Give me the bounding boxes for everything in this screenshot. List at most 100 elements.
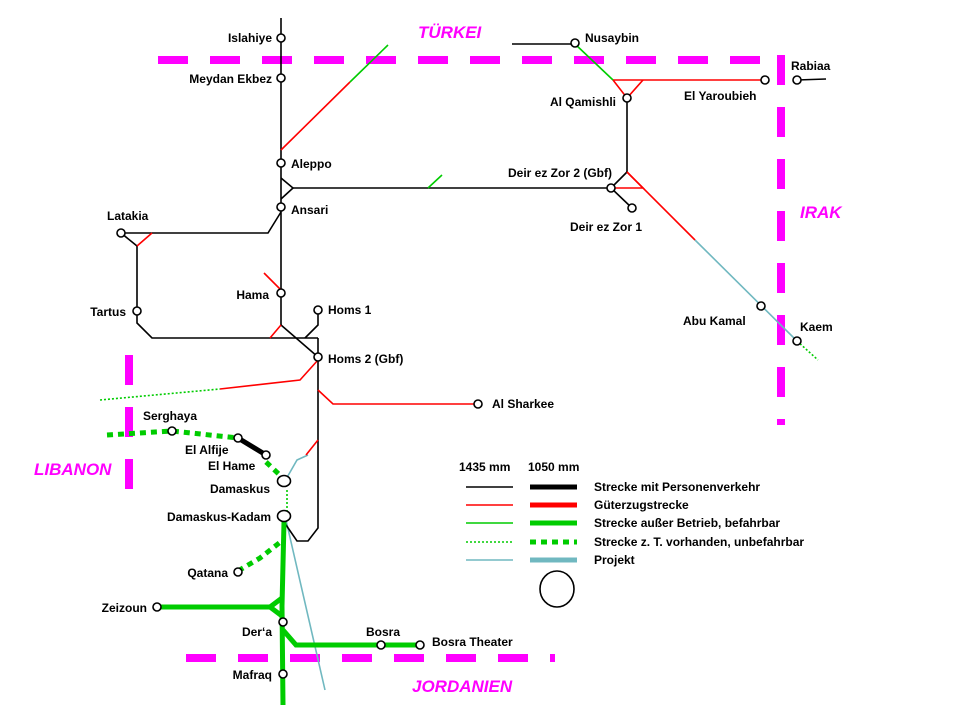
passenger-narrow-el-alfije	[236, 435, 268, 458]
line-homs1-branch	[304, 310, 319, 339]
label-rabiaa: Rabiaa	[791, 59, 831, 73]
country-borders	[125, 55, 785, 662]
legend-gauge-narrow: 1050 mm	[528, 460, 579, 474]
station-deir-ez-zor2[interactable]	[606, 183, 616, 193]
line-homs-junction	[280, 324, 319, 358]
label-deir-ez-zor2: Deir ez Zor 2 (Gbf)	[508, 166, 612, 180]
label-serghaya: Serghaya	[143, 409, 197, 423]
label-deir-ez-zor1: Deir ez Zor 1	[570, 220, 642, 234]
country-label-jordan: JORDANIEN	[412, 677, 513, 696]
label-bosra: Bosra	[366, 625, 400, 639]
oos-qatana-dotted	[236, 538, 285, 574]
station-al-qamishli[interactable]	[622, 93, 632, 103]
legend: 1435 mm 1050 mm Strecke mit Personenverk…	[459, 460, 804, 608]
legend-label: Strecke mit Personenverkehr	[594, 480, 760, 494]
station-ansari[interactable]	[276, 202, 286, 212]
station-aleppo[interactable]	[276, 158, 286, 168]
station-serghaya[interactable]	[167, 426, 177, 436]
station-deraa[interactable]	[278, 617, 288, 627]
station-el-alfije[interactable]	[233, 433, 243, 443]
legend-row-freight: Güterzugstrecke	[466, 498, 689, 512]
legend-row-passenger: Strecke mit Personenverkehr	[466, 480, 760, 494]
oos-lebanon-dotted	[99, 388, 221, 401]
freight-al-sharkee	[317, 389, 478, 405]
station-homs1[interactable]	[313, 305, 323, 315]
station-deir-ez-zor1[interactable]	[627, 203, 637, 213]
label-ansari: Ansari	[291, 203, 328, 217]
station-kaem[interactable]	[792, 336, 802, 346]
legend-label: Projekt	[594, 553, 635, 567]
station-abu-kamal[interactable]	[756, 301, 766, 311]
label-nusaybin: Nusaybin	[585, 31, 639, 45]
station-nusaybin[interactable]	[570, 38, 580, 48]
line-homs2-damascus	[283, 338, 319, 542]
oos-turkey-stub	[349, 44, 389, 83]
freight-homs-lebanon	[219, 359, 319, 390]
station-latakia[interactable]	[116, 228, 126, 238]
oos-el-hame-dotted	[264, 460, 285, 480]
label-damaskus: Damaskus	[210, 482, 270, 496]
freight-hama-stub	[263, 272, 282, 291]
label-bosra-theater: Bosra Theater	[432, 635, 513, 649]
label-al-qamishli: Al Qamishli	[550, 95, 616, 109]
station-al-sharkee[interactable]	[473, 399, 483, 409]
project-jordan	[285, 519, 326, 691]
line-ansari-latakia	[121, 211, 282, 234]
station-homs2[interactable]	[313, 352, 323, 362]
label-deraa: Der‘a	[242, 625, 272, 639]
label-el-alfije: El Alfije	[185, 443, 229, 457]
project-lines	[284, 239, 798, 691]
oos-deir-stub	[427, 174, 443, 189]
freight-homs-curve	[269, 324, 282, 339]
line-aleppo-triangle	[280, 177, 295, 200]
label-aleppo: Aleppo	[291, 157, 332, 171]
legend-label: Strecke z. T. vorhanden, unbefahrbar	[594, 535, 804, 549]
station-meydan-ekbez[interactable]	[276, 73, 286, 83]
oos-nusaybin	[574, 43, 614, 81]
freight-deir-curve	[611, 171, 645, 189]
station-islahiye[interactable]	[276, 33, 286, 43]
station-labels: Islahiye Meydan Ekbez Aleppo Ansari Lata…	[90, 31, 832, 682]
project-damaskus	[284, 454, 309, 482]
station-bosra-theater[interactable]	[415, 640, 425, 650]
label-kaem: Kaem	[800, 320, 833, 334]
station-el-yaroubieh[interactable]	[760, 75, 770, 85]
line-latakia-tartus	[120, 232, 270, 339]
station-zeizoun[interactable]	[152, 602, 162, 612]
station-el-hame[interactable]	[261, 450, 271, 460]
freight-damascus-stub	[305, 439, 319, 456]
project-abu-kamal	[694, 239, 798, 342]
legend-row-project: Projekt	[466, 553, 635, 567]
station-markers	[116, 33, 802, 679]
label-el-yaroubieh: El Yaroubieh	[684, 89, 756, 103]
label-mafraq: Mafraq	[233, 668, 272, 682]
label-tartus: Tartus	[90, 305, 126, 319]
label-hama: Hama	[236, 288, 269, 302]
station-damaskus[interactable]	[276, 474, 292, 488]
legend-station-symbol	[539, 570, 575, 608]
station-damaskus-kadam[interactable]	[276, 509, 292, 523]
label-zeizoun: Zeizoun	[102, 601, 147, 615]
station-rabiaa[interactable]	[792, 75, 802, 85]
legend-gauge-standard: 1435 mm	[459, 460, 510, 474]
freight-latakia-curve	[136, 232, 153, 247]
country-label-lebanon: LIBANON	[34, 460, 112, 479]
label-homs1: Homs 1	[328, 303, 372, 317]
station-mafraq[interactable]	[278, 669, 288, 679]
country-label-turkey: TÜRKEI	[418, 23, 483, 42]
station-tartus[interactable]	[132, 306, 142, 316]
label-al-sharkee: Al Sharkee	[492, 397, 554, 411]
oos-zeizoun	[157, 596, 284, 610]
station-qatana[interactable]	[233, 567, 243, 577]
station-hama[interactable]	[276, 288, 286, 298]
label-abu-kamal: Abu Kamal	[683, 314, 746, 328]
legend-row-out-of-service: Strecke außer Betrieb, befahrbar	[466, 516, 780, 530]
line-rabiaa	[796, 78, 827, 81]
country-label-iraq: IRAK	[800, 203, 843, 222]
station-bosra[interactable]	[376, 640, 386, 650]
out-of-service-lines	[99, 43, 819, 706]
label-damaskus-kadam: Damaskus-Kadam	[167, 510, 271, 524]
legend-label: Strecke außer Betrieb, befahrbar	[594, 516, 780, 530]
label-qatana: Qatana	[187, 566, 228, 580]
freight-lines	[136, 79, 765, 456]
